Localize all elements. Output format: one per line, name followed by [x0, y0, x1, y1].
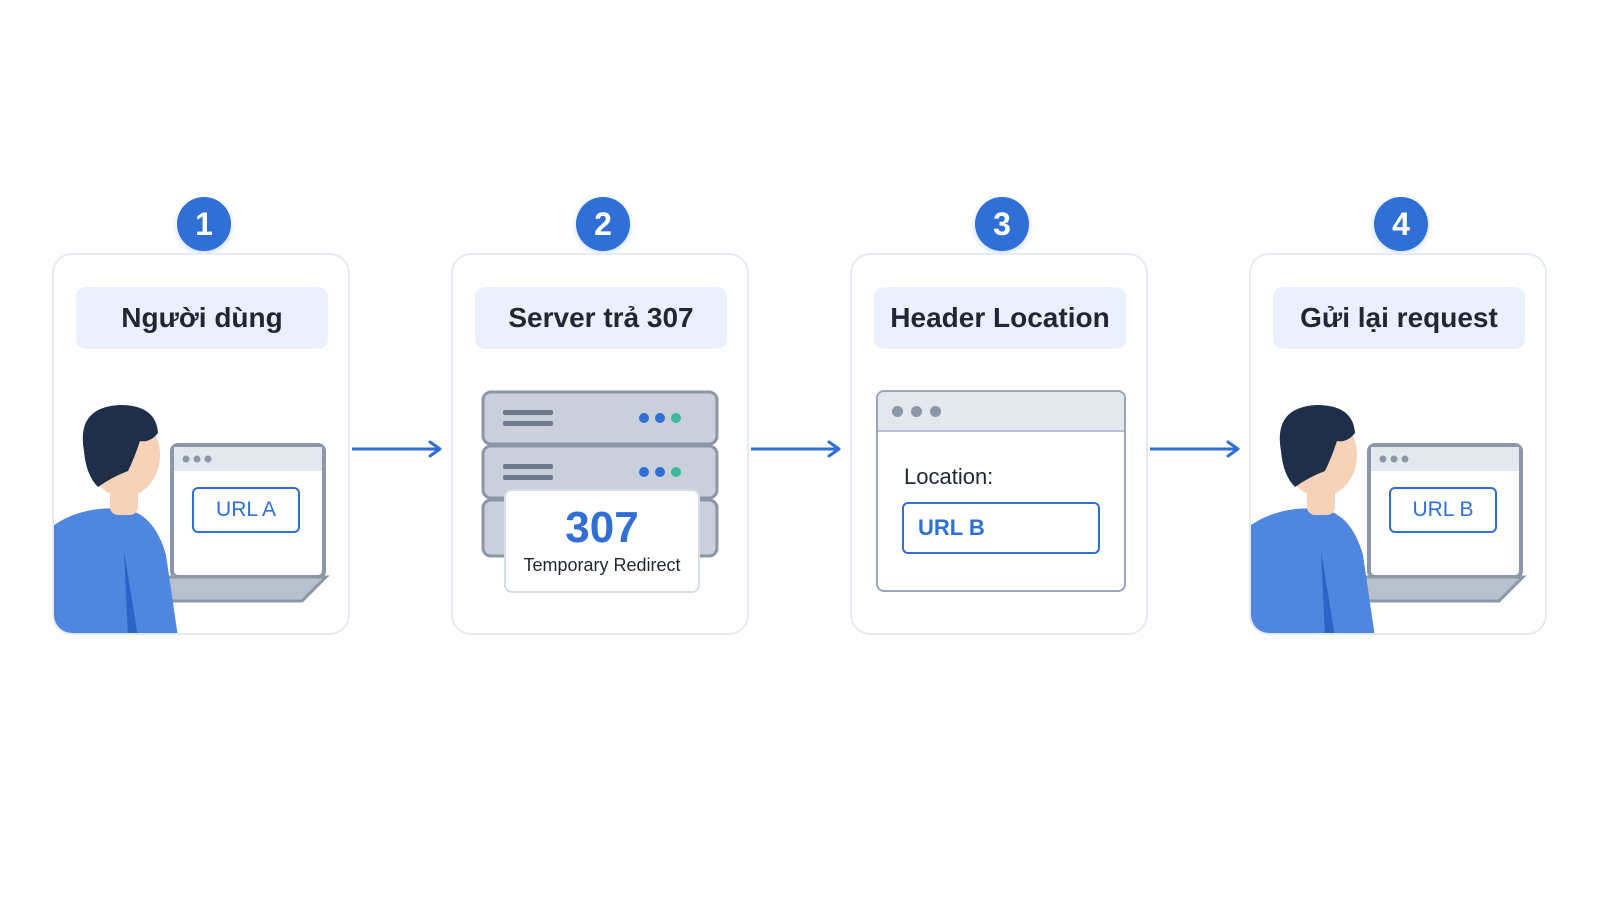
arrow-right-icon	[1150, 440, 1240, 458]
step-3-label: Header Location	[874, 287, 1126, 349]
person-body	[54, 508, 178, 633]
location-field: URL B	[902, 502, 1100, 554]
step-2-badge: 2	[576, 197, 630, 251]
status-code-card: 307 Temporary Redirect	[504, 489, 700, 593]
step-4-label: Gửi lại request	[1273, 287, 1525, 349]
step-1-card: Người dùng URL A	[52, 253, 350, 635]
location-label: Location:	[904, 464, 994, 489]
step-4-card: Gửi lại request URL B	[1249, 253, 1547, 635]
step-2-card: Server trả 307 307 Temporary Redirect	[451, 253, 749, 635]
step-4-badge: 4	[1374, 197, 1428, 251]
person-body	[1251, 508, 1375, 633]
server-unit-1	[481, 390, 719, 446]
person-hair	[82, 405, 158, 487]
url-b-box: URL B	[1389, 487, 1497, 533]
status-code-text: Temporary Redirect	[523, 555, 681, 575]
step-2-label: Server trả 307	[475, 287, 727, 349]
status-code: 307	[565, 503, 639, 552]
window-dot-icon	[911, 405, 922, 417]
step-3-card: Header Location Location: URL B	[850, 253, 1148, 635]
server-unit-2	[481, 444, 719, 500]
window-dot-icon	[892, 405, 903, 417]
person-hair	[1279, 405, 1355, 487]
step-1-label: Người dùng	[76, 287, 328, 349]
user-laptop-illustration	[54, 405, 330, 633]
arrow-right-icon	[751, 440, 841, 458]
browser-titlebar	[878, 392, 1124, 432]
url-a-box: URL A	[192, 487, 300, 533]
window-dot-icon	[930, 405, 941, 417]
step-1-badge: 1	[177, 197, 231, 251]
arrow-right-icon	[352, 440, 442, 458]
browser-window: Location: URL B	[876, 390, 1126, 592]
step-3-badge: 3	[975, 197, 1029, 251]
